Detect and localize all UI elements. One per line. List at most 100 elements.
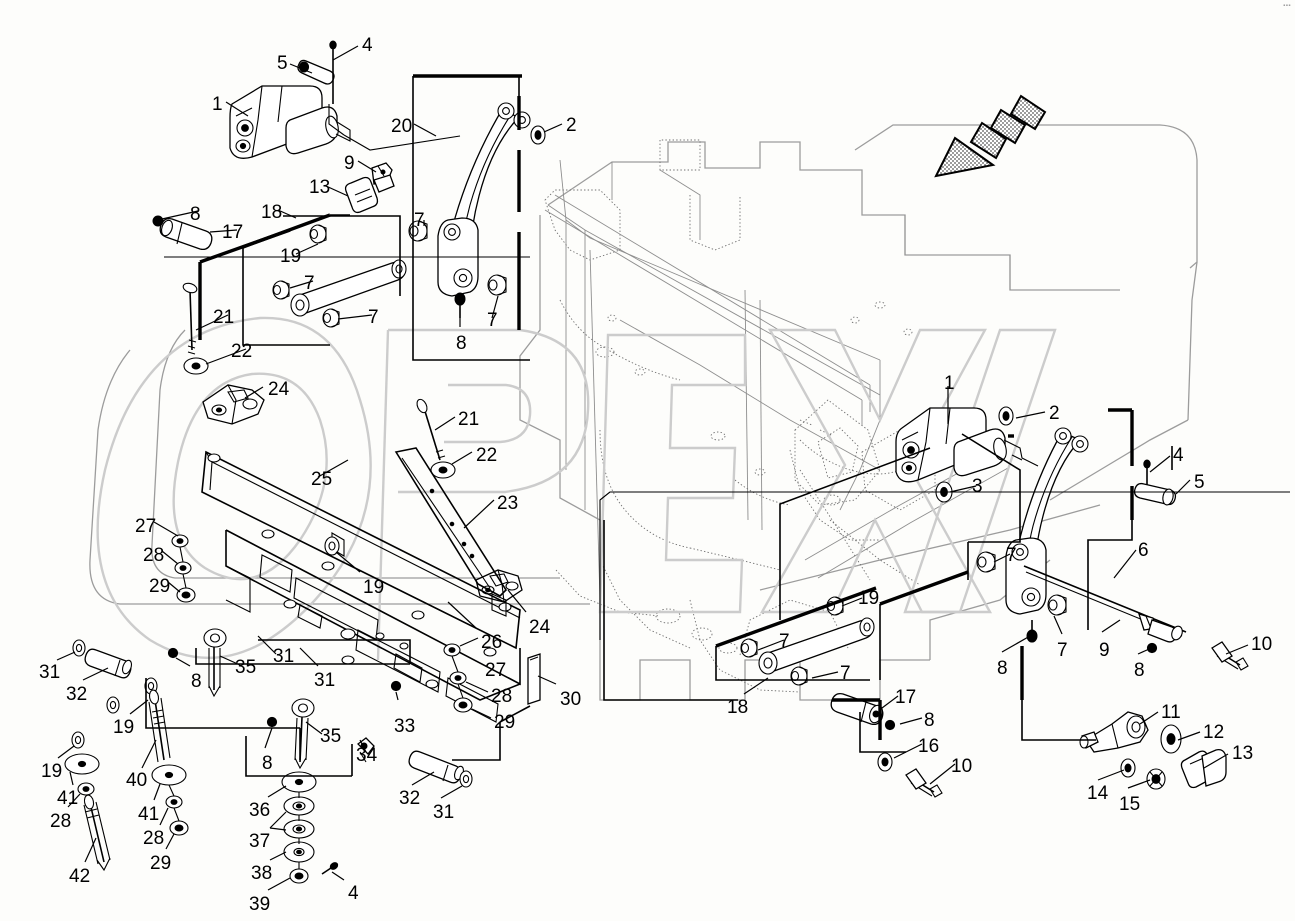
callout-18: 18 (261, 202, 283, 223)
callout-31: 31 (314, 670, 336, 691)
pin-5-left (297, 59, 335, 85)
bushing-7-right-b (1047, 594, 1067, 616)
bolt-35-center (291, 698, 315, 770)
callout-27: 27 (135, 516, 157, 537)
callout-8: 8 (191, 671, 202, 692)
callout-21: 21 (213, 307, 235, 328)
callout-38: 38 (251, 863, 273, 884)
lift-arm-20 (437, 102, 531, 297)
washer-16 (877, 752, 893, 772)
callout-14: 14 (1087, 783, 1109, 804)
callout-8: 8 (456, 333, 467, 354)
link-arm-18 (290, 259, 407, 317)
callout-13: 13 (309, 177, 331, 198)
callout-27: 27 (485, 660, 507, 681)
bell-crank-11 (1079, 711, 1149, 753)
bushing-7-left-b (322, 308, 340, 328)
callout-8: 8 (262, 753, 273, 774)
pin-17-right (830, 692, 884, 726)
callout-1: 1 (212, 94, 223, 115)
washer-stack-left (171, 534, 196, 603)
callout-1: 1 (944, 373, 955, 394)
callout-29: 29 (494, 712, 516, 733)
washer-31-left (72, 639, 86, 657)
callout-34: 34 (356, 745, 378, 766)
callout-7: 7 (779, 631, 790, 652)
corner-mark: ▪▪▪ (1283, 3, 1291, 9)
callout-12: 12 (1203, 722, 1225, 743)
washer-stack-36-39 (281, 771, 317, 884)
callout-8: 8 (190, 204, 201, 225)
bushing-19-farleft-b (71, 731, 85, 749)
washer-28-bolt40 (165, 795, 183, 809)
callout-7: 7 (414, 210, 425, 231)
callout-4: 4 (362, 35, 373, 56)
washer-14 (1120, 758, 1136, 778)
bolt-10-left-lower (905, 768, 943, 798)
bushing-7-right-link-a (740, 638, 758, 658)
callout-32: 32 (66, 684, 88, 705)
cross-beam-23 (394, 447, 508, 597)
callout-28: 28 (143, 545, 165, 566)
callout-21: 21 (458, 409, 480, 430)
callout-28: 28 (50, 811, 72, 832)
grease-8-mid-left (167, 647, 179, 659)
bushing-19-farleft-a (106, 696, 120, 714)
grease-8-left (152, 215, 164, 227)
callout-18: 18 (727, 697, 749, 718)
callout-4: 4 (1173, 445, 1184, 466)
callout-11: 11 (1161, 702, 1181, 723)
callout-8: 8 (924, 710, 935, 731)
callout-5: 5 (277, 53, 288, 74)
callout-31: 31 (39, 662, 61, 683)
pin-17-left (159, 217, 213, 251)
callout-15: 15 (1119, 794, 1141, 815)
bushing-19-frame (324, 536, 340, 556)
callout-28: 28 (143, 828, 165, 849)
callout-35: 35 (320, 726, 342, 747)
mounting-frame-25 (201, 450, 521, 723)
washer-41-bolt40 (151, 764, 187, 786)
callout-19: 19 (41, 761, 63, 782)
link-arm-18-right (758, 617, 875, 675)
callout-7: 7 (1057, 640, 1068, 661)
callout-16: 16 (918, 736, 940, 757)
callout-7: 7 (840, 663, 851, 684)
callout-26: 26 (481, 632, 503, 653)
callout-32: 32 (399, 788, 421, 809)
cylinder-right (895, 407, 1007, 483)
bushing-7-left-a (272, 280, 290, 300)
grease-33 (390, 680, 402, 692)
callout-2: 2 (1049, 403, 1060, 424)
washer-31-center (459, 770, 473, 788)
bolt-35-left (203, 628, 227, 698)
callout-13: 13 (1232, 743, 1254, 764)
callout-40: 40 (126, 770, 148, 791)
callout-31: 31 (433, 802, 455, 823)
callout-10: 10 (951, 756, 973, 777)
callout-8: 8 (997, 658, 1008, 679)
callout-2: 2 (566, 115, 577, 136)
callout-10: 10 (1251, 634, 1273, 655)
callout-29: 29 (150, 853, 172, 874)
callout-24: 24 (529, 617, 551, 638)
callout-36: 36 (249, 800, 271, 821)
cotter-pin-4-left (328, 40, 345, 136)
callout-35: 35 (235, 657, 257, 678)
callout-9: 9 (344, 153, 355, 174)
washer-41-far-left (64, 753, 100, 775)
callout-29: 29 (149, 576, 171, 597)
bushing-7-right-a (976, 551, 996, 573)
callout-9: 9 (1099, 640, 1110, 661)
pin-13-right (1180, 749, 1227, 789)
grease-8-mid-center (266, 716, 278, 728)
grease-8-right-pin (884, 719, 896, 731)
nut-15 (1146, 768, 1166, 790)
callout-7: 7 (1006, 545, 1017, 566)
callout-41: 41 (57, 788, 79, 809)
cotter-pin-4-right (1143, 459, 1151, 485)
callout-24: 24 (268, 379, 290, 400)
